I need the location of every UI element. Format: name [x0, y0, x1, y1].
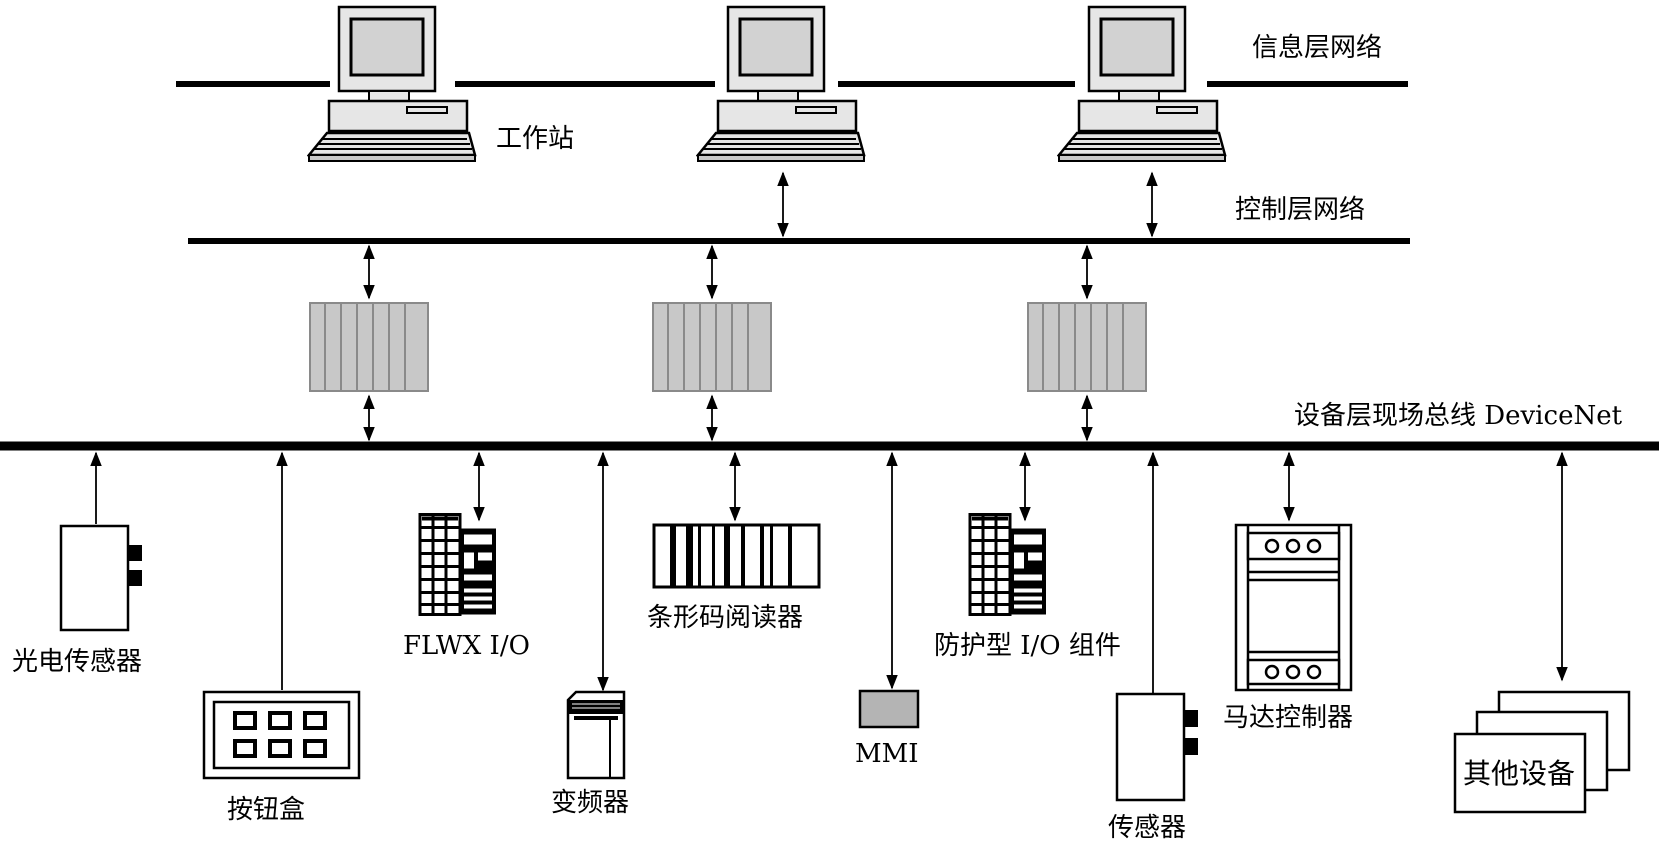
other-devices-label: 其他设备 [1463, 757, 1575, 790]
workstation-1-computer-icon [307, 5, 477, 163]
sensor-label: 传感器 [1108, 813, 1186, 843]
barcode-reader-label: 条形码阅读器 [647, 603, 803, 633]
info-layer-label: 信息层网络 [1252, 33, 1382, 63]
vfd-icon [566, 690, 626, 780]
workstation-3-computer-icon [1057, 5, 1227, 163]
protected-io-label: 防护型 I/O 组件 [934, 631, 1121, 661]
mmi-label: MMI [855, 739, 919, 769]
connection-arrows [90, 171, 1568, 693]
flwx-io-module-icon [418, 512, 498, 617]
workstation-label: 工作站 [496, 124, 574, 154]
mmi-panel-icon [858, 689, 920, 729]
device-layer-label: 设备层现场总线 DeviceNet [1294, 401, 1623, 431]
other-devices-stack-icon [1453, 690, 1631, 814]
button-box-label: 按钮盒 [227, 795, 305, 825]
photo-sensor-icon [59, 524, 142, 632]
plc-rack-3-icon [1027, 301, 1147, 393]
motor-controller-icon [1234, 523, 1353, 692]
vfd-label: 变频器 [551, 788, 629, 818]
control-layer-label: 控制层网络 [1235, 195, 1365, 225]
motor-controller-label: 马达控制器 [1223, 703, 1353, 733]
sensor-icon [1115, 692, 1198, 802]
button-box-icon [202, 690, 361, 780]
protected-io-module-icon [968, 512, 1048, 617]
flwx-io-label: FLWX I/O [403, 631, 530, 661]
plc-rack-1-icon [309, 301, 429, 393]
photo-sensor-label: 光电传感器 [12, 647, 142, 677]
barcode-reader-icon [652, 523, 821, 589]
plc-rack-2-icon [652, 301, 772, 393]
